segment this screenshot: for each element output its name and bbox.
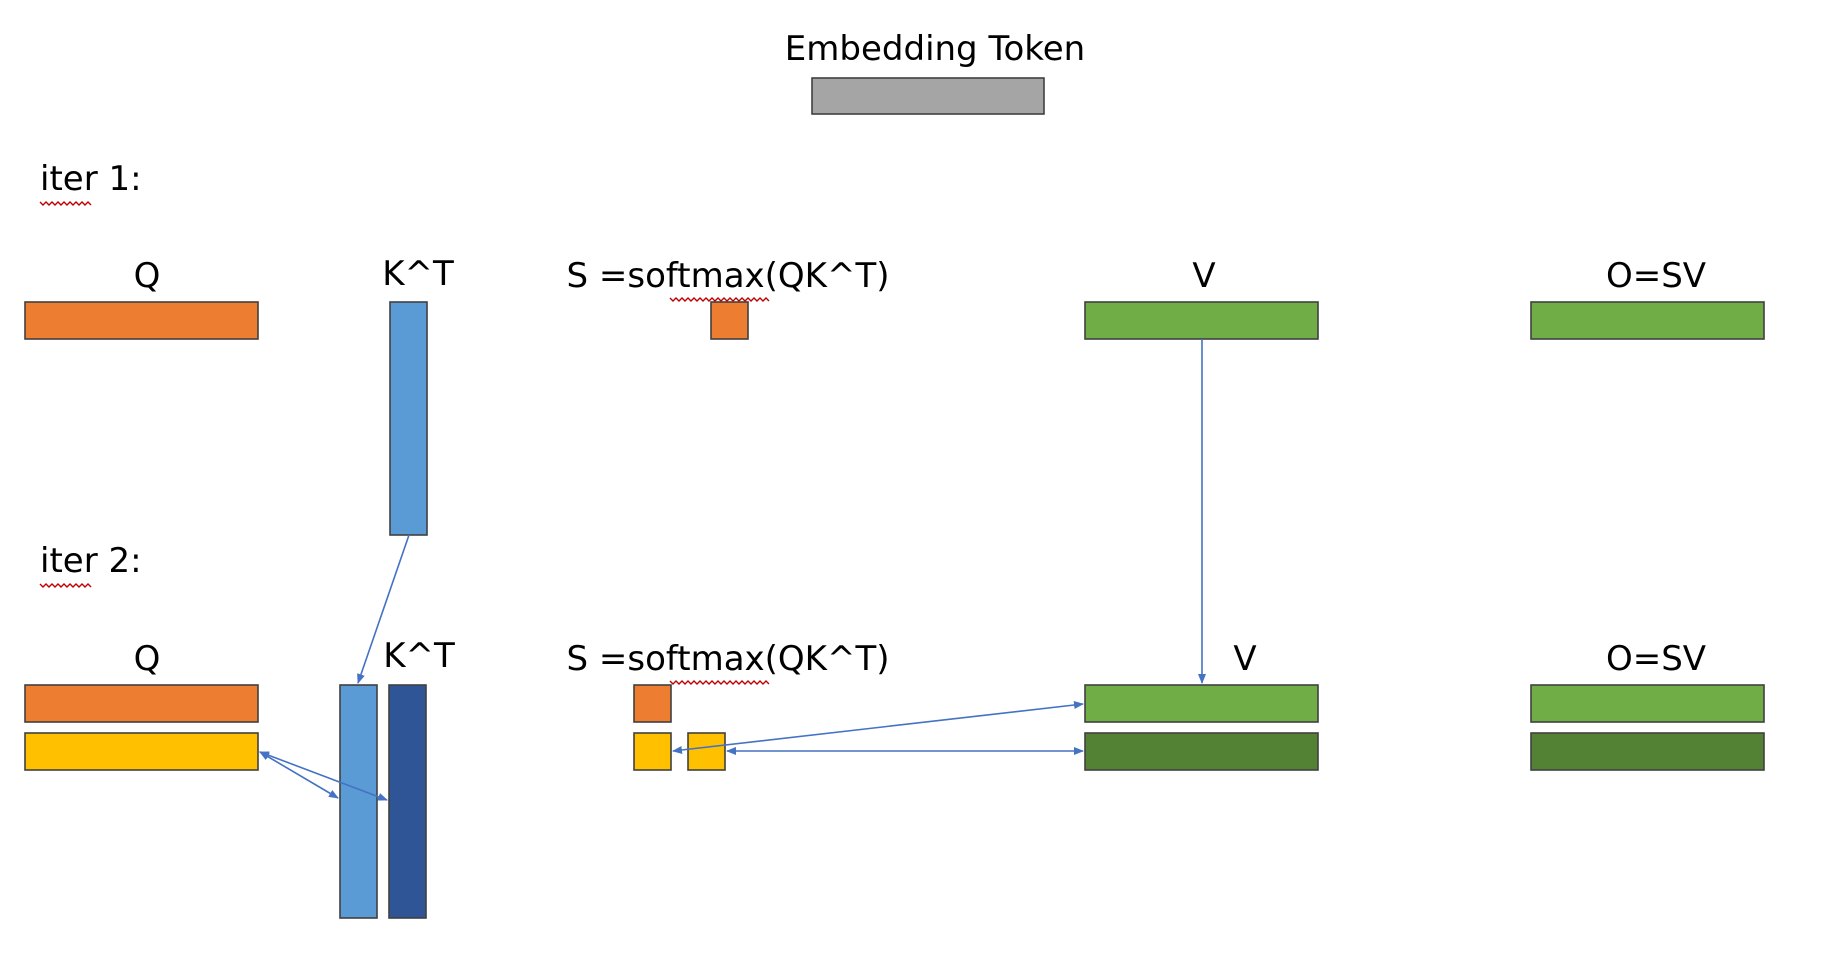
iter2-s-block-new-b (687, 732, 726, 771)
iter2-spellcheck-underline (39, 583, 92, 588)
iter1-o-block (1530, 301, 1765, 340)
iter2-k-block-new (388, 684, 427, 919)
iter1-k-label: K^T (382, 254, 454, 294)
iter2-v-block-prev (1084, 684, 1319, 723)
iter1-s-label: S =softmax(QK^T) (566, 256, 889, 296)
s-to-v-prev-arrow (672, 701, 1084, 754)
q-to-k-new-arrow (259, 751, 388, 801)
iter1-spellcheck-underline (39, 201, 92, 206)
embedding-token-block (811, 77, 1045, 115)
iter2-s-label: S =softmax(QK^T) (566, 639, 889, 679)
iter2-o-block-prev (1530, 684, 1765, 723)
iter2-softmax-underline (669, 680, 770, 685)
iter2-q-label: Q (134, 639, 161, 679)
embedding-token-label: Embedding Token (785, 29, 1085, 69)
iter2-s-block-prev (633, 684, 672, 723)
iter1-s-block (710, 301, 749, 340)
iter1-q-label: Q (134, 256, 161, 296)
iter2-v-label: V (1233, 639, 1256, 679)
iter1-v-block (1084, 301, 1319, 340)
iter1-v-label: V (1192, 256, 1215, 296)
k-reuse-arrow (357, 534, 410, 684)
iter2-label: iter 2: (40, 541, 142, 581)
iter2-k-label: K^T (383, 636, 455, 676)
iter2-q-block-prev (24, 684, 259, 723)
iter1-q-block (24, 301, 259, 340)
iter1-softmax-underline (669, 297, 770, 302)
iter1-label: iter 1: (40, 159, 142, 199)
q-to-k-prev-arrow (259, 751, 339, 799)
iter2-q-block-new (24, 732, 259, 771)
iter2-o-label: O=SV (1606, 639, 1706, 679)
iter2-v-block-new (1084, 732, 1319, 771)
iter1-k-block (389, 301, 428, 536)
iter2-o-block-new (1530, 732, 1765, 771)
iter1-o-label: O=SV (1606, 256, 1706, 296)
iter2-s-block-new-a (633, 732, 672, 771)
iter2-k-block-prev (339, 684, 378, 919)
